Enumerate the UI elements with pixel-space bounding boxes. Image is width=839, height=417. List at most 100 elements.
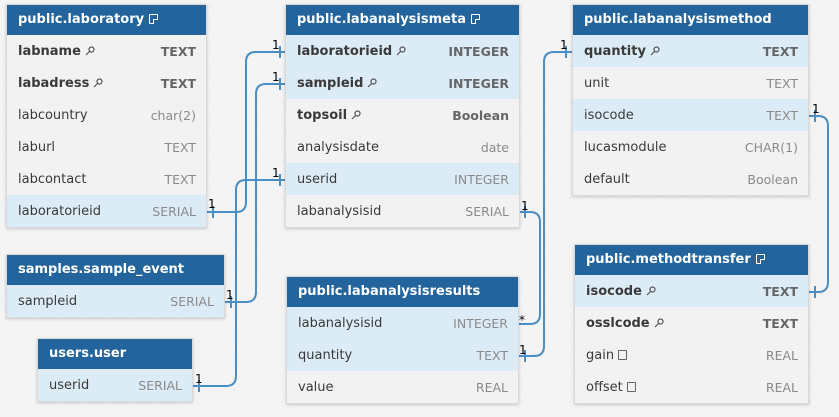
table-header[interactable]: public.labanalysismethod [573, 5, 808, 35]
table-row[interactable]: sampleid SERIAL [7, 285, 224, 317]
table-labanalysismeta[interactable]: public.labanalysismeta laboratorieid INT… [285, 4, 520, 228]
key-icon [650, 45, 660, 55]
key-icon [85, 45, 95, 55]
column-name: labanalysisid [298, 315, 383, 331]
table-row[interactable]: isocode TEXT [573, 99, 808, 131]
table-sample-event[interactable]: samples.sample_event sampleid SERIAL [6, 254, 225, 318]
table-row[interactable]: userid INTEGER [286, 163, 519, 195]
column-name: labcountry [18, 107, 88, 123]
cardinality-one-label: 1 [272, 70, 280, 84]
note-icon[interactable] [626, 381, 636, 392]
table-row[interactable]: labanalysisid SERIAL [286, 195, 519, 227]
table-row[interactable]: osslcode TEXT [575, 307, 808, 339]
column-type: TEXT [160, 75, 196, 91]
table-row[interactable]: gain REAL [575, 339, 808, 371]
note-icon[interactable] [755, 254, 765, 264]
cardinality-one-label: 1 [560, 38, 568, 52]
column-type: INTEGER [448, 43, 509, 59]
table-row[interactable]: userid SERIAL [38, 369, 192, 401]
table-row[interactable]: isocode TEXT [575, 275, 808, 307]
table-title: public.methodtransfer [586, 252, 751, 267]
column-name: lucasmodule [584, 139, 667, 155]
column-name: labanalysisid [297, 203, 382, 219]
column-name: value [298, 379, 334, 395]
table-title: public.labanalysismethod [584, 12, 772, 27]
table-title: samples.sample_event [18, 262, 185, 277]
table-row[interactable]: unit TEXT [573, 67, 808, 99]
cardinality-one-label: 1 [272, 166, 280, 180]
column-name: offset [586, 379, 623, 395]
table-header[interactable]: users.user [38, 339, 192, 369]
column-type: TEXT [476, 347, 508, 363]
table-row[interactable]: labcontact TEXT [7, 163, 206, 195]
column-name: labcontact [18, 171, 87, 187]
table-methodtransfer[interactable]: public.methodtransfer isocode TEXT osslc… [574, 244, 809, 404]
column-name: isocode [586, 283, 642, 299]
column-name: gain [586, 347, 615, 363]
table-header[interactable]: samples.sample_event [7, 255, 224, 285]
key-icon [367, 77, 378, 87]
column-type: SERIAL [138, 377, 182, 393]
table-header[interactable]: public.labanalysismeta [286, 5, 519, 35]
column-type: Boolean [747, 171, 798, 187]
cardinality-one-label: 1 [226, 288, 234, 302]
table-title: public.labanalysisresults [298, 284, 481, 299]
column-name: topsoil [297, 107, 348, 123]
table-labanalysisresults[interactable]: public.labanalysisresults labanalysisid … [286, 276, 519, 404]
table-row[interactable]: quantity TEXT [287, 339, 518, 371]
table-row[interactable]: lucasmodule CHAR(1) [573, 131, 808, 163]
table-labanalysismethod[interactable]: public.labanalysismethod quantity TEXT u… [572, 4, 809, 196]
cardinality-one-label: 1 [812, 102, 820, 116]
column-name: userid [49, 377, 90, 393]
note-icon[interactable] [149, 14, 159, 24]
column-type: TEXT [762, 315, 798, 331]
relation-labanalysismethod-labanalysisresults [518, 51, 572, 357]
table-user[interactable]: users.user userid SERIAL [37, 338, 193, 402]
relation-labanalysismethod-methodtransfer [808, 115, 829, 293]
table-row[interactable]: labname TEXT [7, 35, 206, 67]
cardinality-one-label: 1 [519, 343, 527, 357]
table-laboratory[interactable]: public.laboratory labname TEXT labadress… [6, 4, 207, 228]
table-title: public.laboratory [18, 12, 145, 27]
column-name: laboratorieid [297, 43, 393, 59]
column-type: TEXT [762, 283, 798, 299]
table-header[interactable]: public.labanalysisresults [287, 277, 518, 307]
table-row[interactable]: value REAL [287, 371, 518, 403]
table-row[interactable]: laboratorieid INTEGER [286, 35, 519, 67]
column-name: laboratorieid [18, 203, 101, 219]
column-name: unit [584, 75, 610, 91]
column-type: SERIAL [465, 203, 509, 219]
column-type: INTEGER [448, 75, 509, 91]
table-row[interactable]: labanalysisid INTEGER [287, 307, 518, 339]
column-type: SERIAL [170, 293, 214, 309]
column-name: default [584, 171, 630, 187]
table-row[interactable]: default Boolean [573, 163, 808, 195]
column-type: char(2) [150, 107, 196, 123]
column-name: isocode [584, 107, 634, 123]
table-row[interactable]: labadress TEXT [7, 67, 206, 99]
table-row[interactable]: quantity TEXT [573, 35, 808, 67]
table-row[interactable]: topsoil Boolean [286, 99, 519, 131]
column-type: Boolean [452, 107, 509, 123]
table-row[interactable]: laboratorieid SERIAL [7, 195, 206, 227]
column-type: TEXT [766, 75, 798, 91]
table-header[interactable]: public.laboratory [7, 5, 206, 35]
table-row[interactable]: laburl TEXT [7, 131, 206, 163]
column-type: REAL [475, 379, 508, 395]
table-row[interactable]: offset REAL [575, 371, 808, 403]
cardinality-one-label: 1 [521, 199, 529, 213]
key-icon [351, 109, 361, 119]
key-icon [646, 285, 656, 295]
note-icon[interactable] [618, 349, 628, 360]
column-type: REAL [765, 379, 798, 395]
table-row[interactable]: labcountry char(2) [7, 99, 206, 131]
table-row[interactable]: sampleid INTEGER [286, 67, 519, 99]
table-row[interactable]: analysisdate date [286, 131, 519, 163]
table-title: users.user [49, 346, 127, 361]
column-name: labadress [18, 75, 90, 91]
note-icon[interactable] [470, 14, 480, 24]
cardinality-one-label: 1 [195, 372, 203, 386]
cardinality-many-label: * [519, 313, 525, 327]
table-header[interactable]: public.methodtransfer [575, 245, 808, 275]
